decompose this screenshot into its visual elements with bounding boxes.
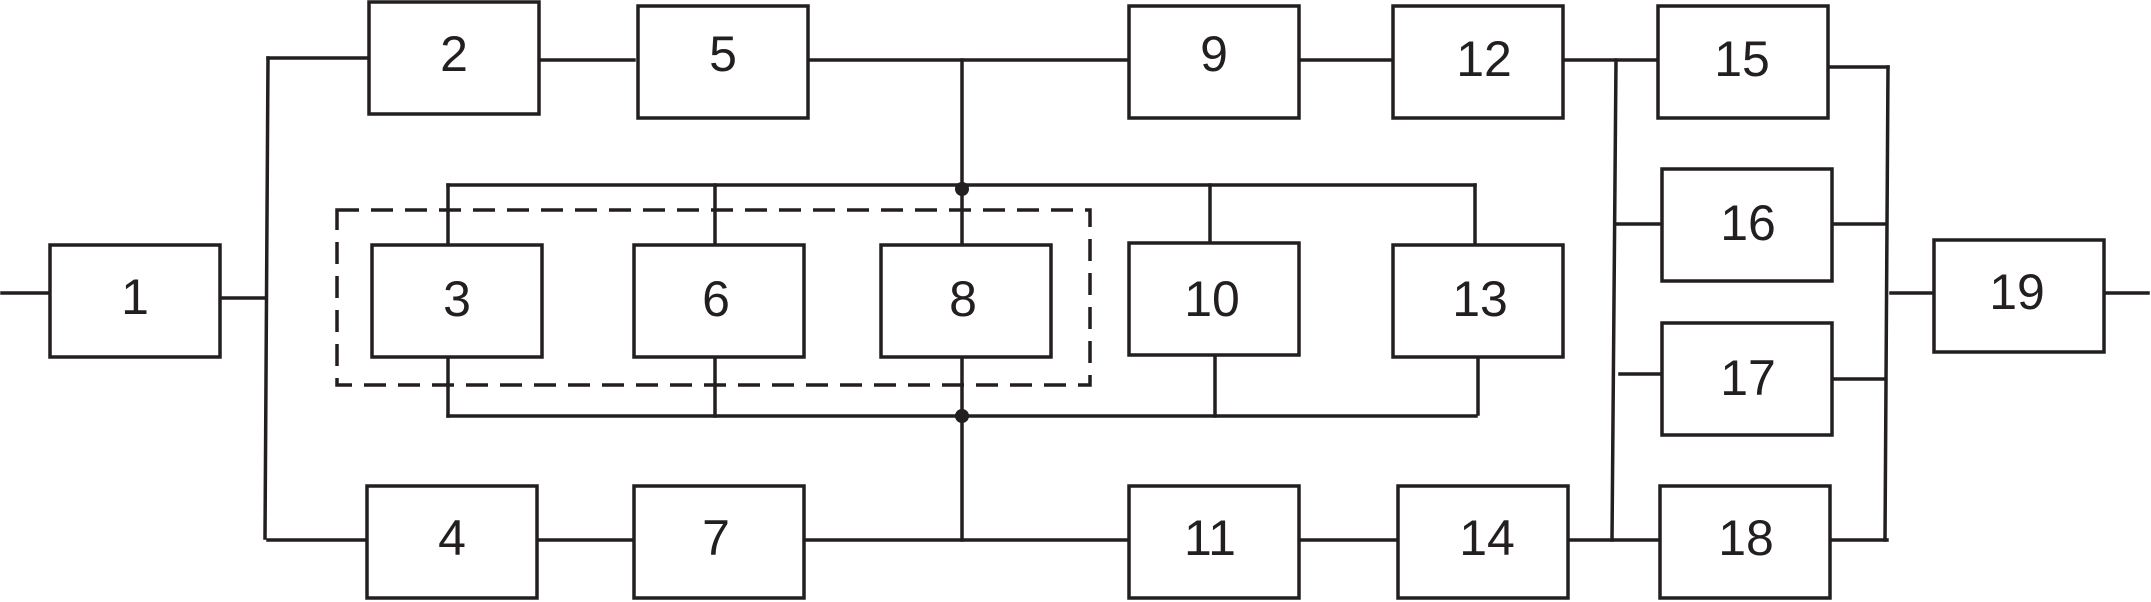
block-14: 14	[1396, 484, 1570, 600]
block-8-label: 8	[949, 271, 977, 327]
block-18: 18	[1658, 484, 1832, 600]
block-6-label: 6	[702, 271, 730, 327]
block-2-label: 2	[440, 26, 468, 82]
block-19-label: 19	[1989, 264, 2045, 320]
block-4: 4	[365, 484, 539, 600]
block-5-label: 5	[709, 26, 737, 82]
block-17: 17	[1660, 321, 1834, 437]
block-10-label: 10	[1184, 271, 1240, 327]
block-8: 8	[879, 243, 1053, 359]
block-7-label: 7	[702, 510, 730, 566]
block-16: 16	[1660, 167, 1834, 283]
block-12: 12	[1391, 4, 1565, 120]
wire-split-vertical	[263, 56, 270, 540]
block-13-label: 13	[1452, 271, 1508, 327]
block-12-label: 12	[1456, 31, 1512, 87]
block-15: 15	[1656, 4, 1830, 120]
block-10: 10	[1127, 241, 1301, 357]
block-2: 2	[367, 0, 541, 116]
block-17-label: 17	[1720, 350, 1776, 406]
block-3-label: 3	[443, 271, 471, 327]
block-5: 5	[636, 4, 810, 120]
block-11: 11	[1127, 484, 1301, 600]
block-1: 1	[48, 243, 222, 359]
wire-right-distribution	[1610, 58, 1618, 542]
block-3: 3	[370, 243, 544, 359]
block-15-label: 15	[1714, 31, 1770, 87]
block-4-label: 4	[438, 510, 466, 566]
junction-dot-upper	[955, 182, 969, 196]
block-16-label: 16	[1720, 195, 1776, 251]
block-9-label: 9	[1200, 26, 1228, 82]
block-7: 7	[632, 484, 806, 600]
block-9: 9	[1127, 4, 1301, 120]
wires	[0, 56, 2150, 542]
block-19: 19	[1932, 238, 2106, 354]
junction-dot-lower	[955, 409, 969, 423]
block-18-label: 18	[1718, 510, 1774, 566]
block-14-label: 14	[1459, 510, 1515, 566]
block-13: 13	[1391, 243, 1565, 359]
block-6: 6	[632, 243, 806, 359]
dashed-group-frame	[335, 208, 1092, 387]
block-11-label: 11	[1184, 510, 1236, 566]
wire-collector-vertical	[1883, 65, 1890, 542]
block-1-label: 1	[121, 269, 149, 325]
